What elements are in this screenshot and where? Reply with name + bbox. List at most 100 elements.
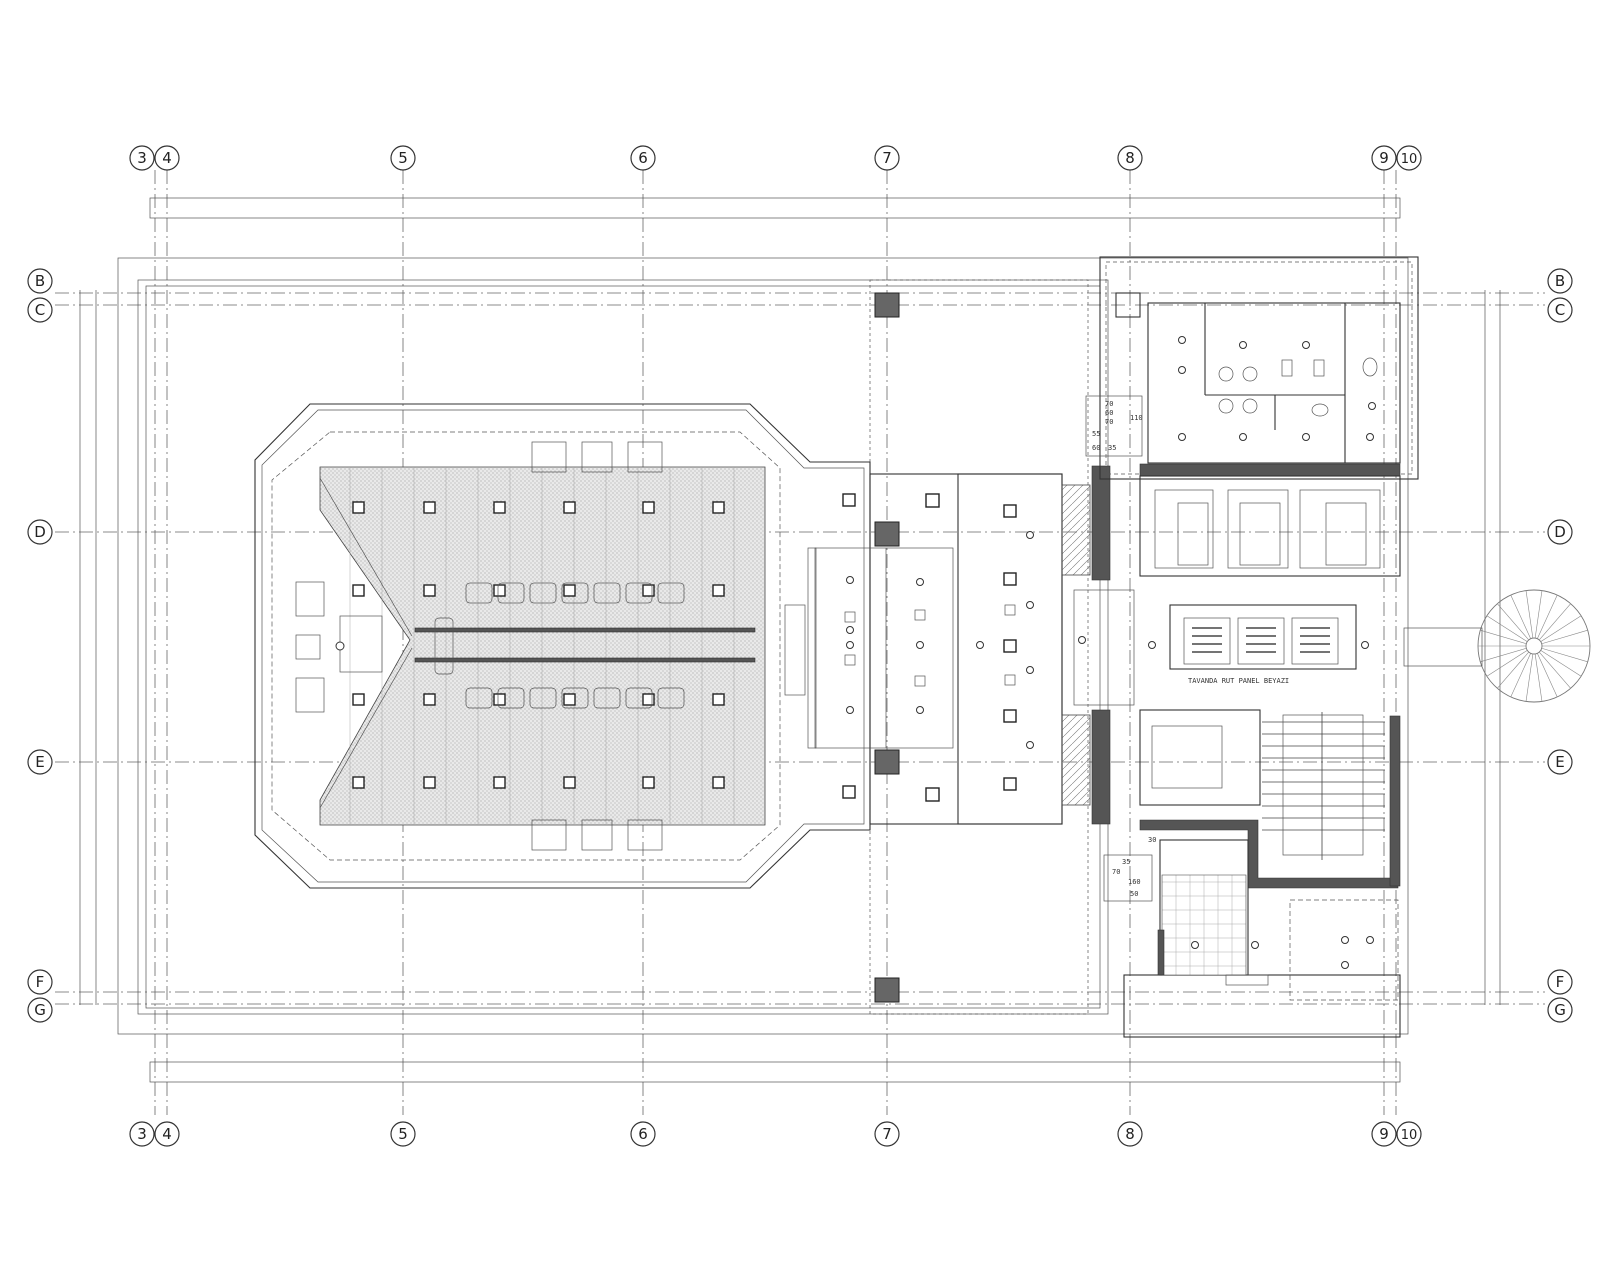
axis-bubble-B-right: B [1547,268,1573,294]
spiral-stair [1403,589,1591,703]
stair-tread [1497,603,1529,641]
svg-text:G: G [34,1001,46,1019]
elevator-core: TAVANDA RUT PANEL BEYAZI [1139,463,1401,889]
dimension-label: 70 [1112,868,1120,876]
svg-text:4: 4 [162,149,172,167]
stair-tread [1486,650,1528,677]
svg-text:7: 7 [882,1125,892,1143]
dimension-label: 50 [1130,890,1138,898]
svg-text:3: 3 [137,149,147,167]
axis-bubble-C-left: C [27,297,53,323]
column [1115,292,1141,318]
svg-text:9: 9 [1379,1125,1389,1143]
stair-tread [1497,651,1529,689]
column [874,521,900,547]
dimension-label: 110 [1130,414,1143,422]
svg-text:C: C [1555,301,1565,319]
svg-text:9: 9 [1379,149,1389,167]
axis-bubble-8-bottom: 8 [1117,1121,1143,1147]
axis-bubble-C-right: C [1547,297,1573,323]
svg-text:F: F [1556,973,1565,991]
svg-text:6: 6 [638,1125,648,1143]
svg-text:G: G [1554,1001,1566,1019]
axis-bubble-6-bottom: 6 [630,1121,656,1147]
stair-tread [1534,590,1543,639]
stair-tread [1534,653,1543,702]
svg-text:B: B [1555,272,1565,290]
axis-bubble-D-right: D [1547,519,1573,545]
axis-bubble-G-right: G [1547,997,1573,1023]
axis-bubble-B-left: B [27,268,53,294]
stair-tread [1541,647,1588,663]
svg-text:8: 8 [1125,149,1135,167]
stair-tread [1537,653,1558,698]
svg-text:D: D [34,523,46,541]
axis-bubble-3-top: 3 [129,145,155,171]
axis-bubble-E-right: E [1547,749,1573,775]
axis-bubble-E-left: E [27,749,53,775]
suspended-ceiling-area [319,466,766,826]
svg-text:6: 6 [638,149,648,167]
axis-bubble-F-right: F [1547,969,1573,995]
axis-bubble-7-top: 7 [874,145,900,171]
dimension-label: 70 [1105,400,1113,408]
axis-bubble-4-bottom: 4 [154,1121,180,1147]
column-axis-bubbles-top: 3 4 5 6 7 8 9 10 [129,145,1422,171]
svg-text:C: C [35,301,45,319]
column [874,749,900,775]
row-axis-bubbles-left: B C D E F G [27,268,53,1023]
row-axis-bubbles-right: B C D E F G [1547,268,1573,1023]
svg-text:7: 7 [882,149,892,167]
svg-text:D: D [1554,523,1566,541]
grid-lines [55,170,1545,1115]
svg-text:8: 8 [1125,1125,1135,1143]
axis-bubble-8-top: 8 [1117,145,1143,171]
stair-tread [1525,653,1534,702]
dimension-label: 35 [1122,858,1130,866]
axis-bubble-9-top: 9 [1371,145,1397,171]
restroom-top: 70 60 70 55 60 35 110 [1085,256,1419,480]
stair-tread [1539,651,1571,689]
svg-text:4: 4 [162,1125,172,1143]
svg-text:E: E [35,753,44,771]
dimension-label: 60 [1105,409,1113,417]
column [874,292,900,318]
dimension-label: 35 [1108,444,1116,452]
axis-bubble-9-bottom: 9 [1371,1121,1397,1147]
restroom-bottom: 35 70 160 50 30 [1103,836,1401,1038]
svg-text:F: F [36,973,45,991]
stair-tread [1486,615,1528,642]
meeting-room [254,403,871,889]
svg-text:E: E [1555,753,1564,771]
column [874,977,900,1003]
stair-tread [1539,603,1571,641]
axis-bubble-6-top: 6 [630,145,656,171]
svg-text:10: 10 [1401,152,1418,167]
stair-tread [1540,615,1582,642]
stair-tread [1537,594,1558,639]
dimension-label: 160 [1128,878,1141,886]
lobby-corridor [784,465,1135,825]
axis-bubble-10-top: 10 [1396,145,1422,171]
stair-tread [1510,653,1531,698]
ceiling-note: TAVANDA RUT PANEL BEYAZI [1188,677,1289,685]
structural-columns [874,292,1141,1003]
building-boundary [79,197,1501,1083]
svg-text:5: 5 [398,1125,408,1143]
stair-tread [1480,647,1527,663]
dimension-label: 60 [1092,444,1100,452]
dimension-label: 55 [1092,430,1100,438]
stair-tread [1525,590,1534,639]
axis-bubble-4-top: 4 [154,145,180,171]
svg-text:10: 10 [1401,1128,1418,1143]
dimension-label: 70 [1105,418,1113,426]
column-axis-bubbles-bottom: 3 4 5 6 7 8 9 10 [129,1121,1422,1147]
stair-tread [1480,629,1527,645]
axis-bubble-D-left: D [27,519,53,545]
stair-tread [1540,650,1582,677]
svg-text:5: 5 [398,149,408,167]
axis-bubble-7-bottom: 7 [874,1121,900,1147]
axis-bubble-G-left: G [27,997,53,1023]
axis-bubble-5-bottom: 5 [390,1121,416,1147]
